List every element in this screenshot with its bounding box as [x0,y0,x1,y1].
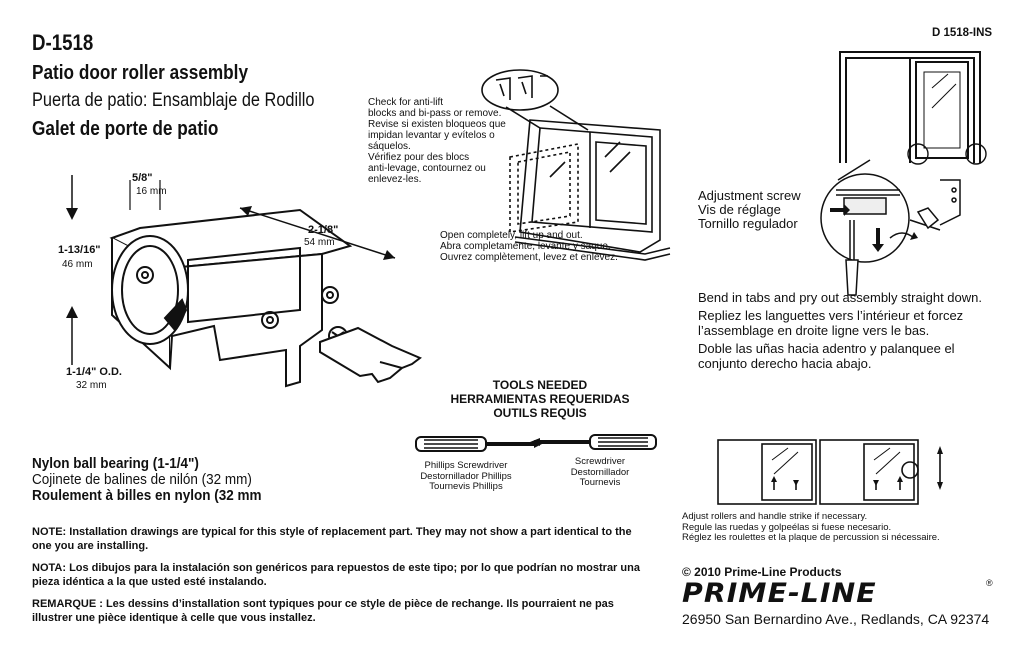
flat-labels: Screwdriver Destornillador Tournevis [548,456,652,489]
dim-wheel-in: 1-1/4" O.D. [66,366,122,378]
antilift-es-3: sáquelos. [368,141,411,152]
note-en-1: NOTE: Installation drawings are typical … [32,526,632,538]
tools-heading-es: HERRAMIENTAS REQUERIDAS [450,392,630,406]
open-step-es: Abra completamente, levante y saque. [440,241,611,252]
registered-mark: ® [986,578,993,588]
open-step-fr: Ouvrez complètement, levez et enlevez. [440,252,618,263]
title-es: Puerta de patio: Ensamblaje de Rodillo [32,90,315,111]
adjustment-screw-illustration [820,159,961,296]
antilift-es-2: impidan levantar y evítelos o [368,130,495,141]
part-number: D-1518 [32,30,94,55]
dim-length-in: 2-1/8" [308,224,339,236]
dim-wheel-mm: 32 mm [76,380,107,391]
antilift-en-1: Check for anti-lift [368,97,444,108]
antilift-es-1: Revise si existen bloqueos que [368,119,506,130]
phillips-en: Phillips Screwdriver [424,460,508,471]
brand-name: PRIME-LINE [682,578,877,609]
door-removal-illustration [481,69,671,261]
tools-heading: TOOLS NEEDED HERRAMIENTAS REQUERIDAS OUT… [440,378,640,420]
adjustment-es: Tornillo regulador [698,216,798,231]
adjust-rollers-illustration [717,439,943,505]
note-en-2: one you are installing. [32,539,149,552]
dim-width-mm: 16 mm [136,186,167,197]
flat-es: Destornillador [570,466,630,478]
adjustment-fr: Vis de réglage [698,202,781,217]
bearing-fr: Roulement à billes en nylon (32 mm [32,487,262,504]
antilift-fr-1: Vérifiez pour des blocs [368,152,470,163]
tools-heading-fr: OUTILS REQUIS [493,406,587,420]
antilift-text: Check for anti-lift blocks and bi-pass o… [368,97,518,185]
adjust-rollers-fr: Réglez les roulettes et la plaque de per… [682,532,940,543]
tools-heading-en: TOOLS NEEDED [492,378,588,392]
bend-step-fr-1: Repliez les languettes vers l’intérieur … [698,308,964,323]
bearing-en: Nylon ball bearing (1-1/4") [32,455,199,472]
antilift-en-2: blocks and bi-pass or remove. [368,108,502,119]
flat-screwdriver-icon [530,434,657,450]
roller-assembly-illustration [66,175,422,388]
open-step-text: Open completely, lift up and out. Abra c… [440,230,618,263]
phillips-es: Destornillador Phillips [420,470,512,482]
phillips-fr: Tournevis Phillips [429,481,503,492]
phillips-screwdriver-icon [415,436,542,452]
adjust-rollers-es: Regule las ruedas y golpeélas si fuese n… [682,521,892,533]
patio-door-frame-illustration [839,51,987,165]
title-en: Patio door roller assembly [32,62,249,84]
adjustment-labels: Adjustment screw Vis de réglage Tornillo… [698,189,801,231]
dim-height-mm: 46 mm [62,259,93,270]
bearing-es: Cojinete de balines de nilón (32 mm) [32,471,252,488]
dim-length-mm: 54 mm [304,237,335,248]
note-fr-2: illustrer une pièce identique à celle qu… [32,611,316,624]
address: 26950 San Bernardino Ave., Redlands, CA … [682,611,990,627]
notes: NOTE: Installation drawings are typical … [32,526,672,625]
note-es-2: pieza idéntica a la que usted esté insta… [32,575,267,588]
copyright: © 2010 Prime-Line Products [682,565,842,579]
bend-step-es-2: conjunto derecho hacia abajo. [698,356,872,371]
title-fr: Galet de porte de patio [32,118,219,140]
bend-step-fr-2: l’assemblage en droite ligne vers le bas… [698,323,930,338]
adjustment-en: Adjustment screw [698,188,801,203]
flat-fr: Tournevis [579,477,621,488]
bend-step-text: Bend in tabs and pry out assembly straig… [698,290,982,371]
adjust-rollers-text: Adjust rollers and handle strike if nece… [682,511,940,544]
phillips-labels: Phillips Screwdriver Destornillador Phil… [412,460,520,493]
note-fr-1: REMARQUE : Les dessins d’installation so… [32,598,614,610]
dim-width-in: 5/8" [132,172,153,184]
brand-logo: PRIME-LINE ® [682,578,993,609]
antilift-fr-3: enlevez-les. [368,174,422,185]
flat-en: Screwdriver [574,456,626,467]
antilift-fr-2: anti-levage, contournez ou [368,163,486,174]
open-step-en: Open completely, lift up and out. [440,230,583,241]
adjust-rollers-en: Adjust rollers and handle strike if nece… [682,511,868,522]
doc-code: D 1518-INS [932,27,993,39]
bend-step-es-1: Doble las uñas hacia adentro y palanquee… [698,341,955,356]
note-es-1: NOTA: Los dibujos para la instalación so… [32,562,640,574]
bend-step-en: Bend in tabs and pry out assembly straig… [698,290,982,305]
dim-height-in: 1-13/16" [58,244,101,256]
